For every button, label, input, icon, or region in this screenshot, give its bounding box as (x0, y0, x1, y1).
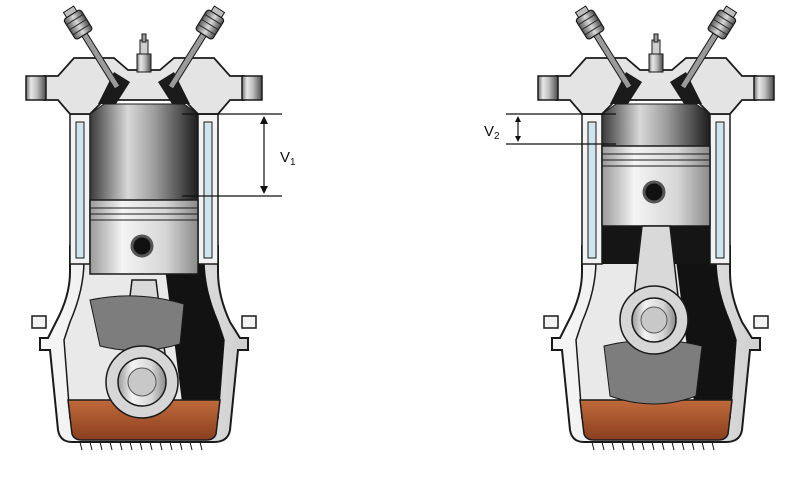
piston-right (601, 145, 711, 227)
volume-indicator-v2: V2 (484, 113, 616, 145)
volume-indicator-v1: V1 (182, 113, 296, 197)
engine-right (537, 2, 775, 451)
volume-label-v1: V1 (280, 149, 296, 168)
piston-left (89, 199, 199, 275)
combustion-chamber-right (601, 103, 711, 147)
engine-left (25, 2, 263, 451)
volume-label-v2: V2 (484, 123, 500, 142)
combustion-chamber-left (89, 103, 199, 201)
crank-web-left (89, 295, 185, 351)
